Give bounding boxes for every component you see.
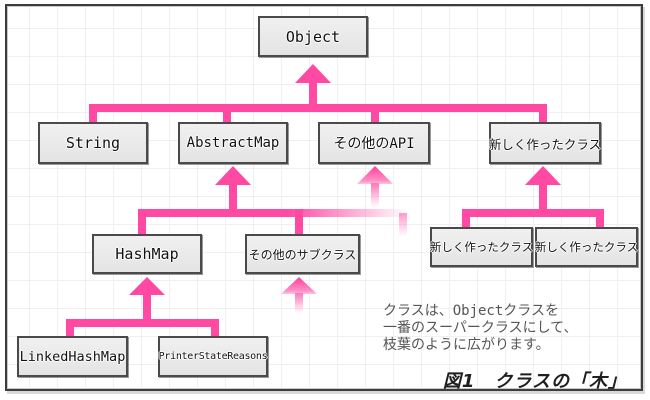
node-label: その他のサブクラス bbox=[248, 247, 357, 262]
class-node-hashmap: HashMap bbox=[92, 234, 202, 274]
connector-stub-printer bbox=[211, 319, 219, 336]
class-node-string: String bbox=[38, 122, 148, 164]
connector-stub-otherapi bbox=[371, 104, 379, 122]
class-node-linkedhashmap: LinkedHashMap bbox=[17, 336, 128, 377]
class-node-other-api: その他のAPI bbox=[318, 122, 430, 164]
connector-stub-hashmap bbox=[138, 209, 146, 234]
node-label: LinkedHashMap bbox=[19, 348, 126, 365]
connector-stub-abstractmap bbox=[223, 104, 231, 122]
node-label: HashMap bbox=[115, 245, 179, 263]
arrow-up-icon bbox=[129, 277, 165, 295]
class-node-new-class-child-1: 新しく作ったクラス bbox=[430, 227, 533, 267]
arrow-stem bbox=[143, 294, 151, 320]
connector-stub-faded bbox=[399, 213, 407, 237]
connector-stub-othersub bbox=[295, 209, 303, 234]
node-label: その他のAPI bbox=[333, 136, 415, 152]
connector-stub-newchild1 bbox=[462, 209, 470, 227]
figure-caption: 図1 クラスの「木」 bbox=[442, 371, 627, 392]
node-label: PrinterStateReasons bbox=[158, 351, 268, 362]
arrow-up-icon bbox=[295, 64, 331, 83]
annotation-line: 一番のスーパークラスにして、 bbox=[383, 320, 578, 336]
connector-stub-string bbox=[89, 104, 97, 122]
class-node-printerstatereasons: PrinterStateReasons bbox=[158, 336, 268, 377]
arrow-stem bbox=[229, 184, 237, 210]
arrow-up-faded-icon bbox=[281, 277, 317, 294]
arrow-stem bbox=[309, 82, 317, 108]
class-node-object: Object bbox=[258, 16, 368, 57]
class-node-new-class-child-2: 新しく作ったクラス bbox=[535, 227, 638, 267]
arrow-stem-faded bbox=[295, 293, 303, 313]
annotation-line: クラスは、Objectクラスを bbox=[383, 303, 560, 319]
arrow-up-icon bbox=[525, 166, 561, 185]
connector-stub-newclass bbox=[539, 104, 547, 122]
node-label: 新しく作ったクラス bbox=[429, 240, 534, 254]
connector-stub-linkedhashmap bbox=[66, 319, 74, 336]
arrow-up-faded-icon bbox=[357, 166, 393, 184]
connector-stub-newchild2 bbox=[596, 209, 604, 227]
arrow-stem bbox=[539, 184, 547, 210]
node-label: 新しく作ったクラス bbox=[488, 136, 602, 152]
node-label: String bbox=[65, 134, 121, 152]
node-label: 新しく作ったクラス bbox=[534, 240, 639, 254]
arrow-stem-faded bbox=[371, 183, 379, 207]
connector-bar-level2 bbox=[89, 104, 547, 112]
class-node-other-subclass: その他のサブクラス bbox=[245, 234, 360, 274]
node-label: Object bbox=[285, 27, 341, 46]
annotation-line: 枝葉のように広がります。 bbox=[383, 337, 550, 353]
node-label: AbstractMap bbox=[186, 135, 280, 151]
annotation-text: クラスは、Objectクラスを 一番のスーパークラスにして、 枝葉のように広がり… bbox=[383, 303, 577, 354]
connector-bar-level4 bbox=[66, 319, 219, 327]
connector-bar-level3-right bbox=[462, 209, 604, 217]
class-node-new-class: 新しく作ったクラス bbox=[489, 122, 601, 164]
class-node-abstractmap: AbstractMap bbox=[178, 122, 288, 164]
arrow-up-icon bbox=[215, 166, 251, 185]
diagram-frame: Object String AbstractMap その他のAPI 新しく作った… bbox=[5, 4, 643, 392]
connector-bar-level3-left bbox=[138, 209, 408, 217]
